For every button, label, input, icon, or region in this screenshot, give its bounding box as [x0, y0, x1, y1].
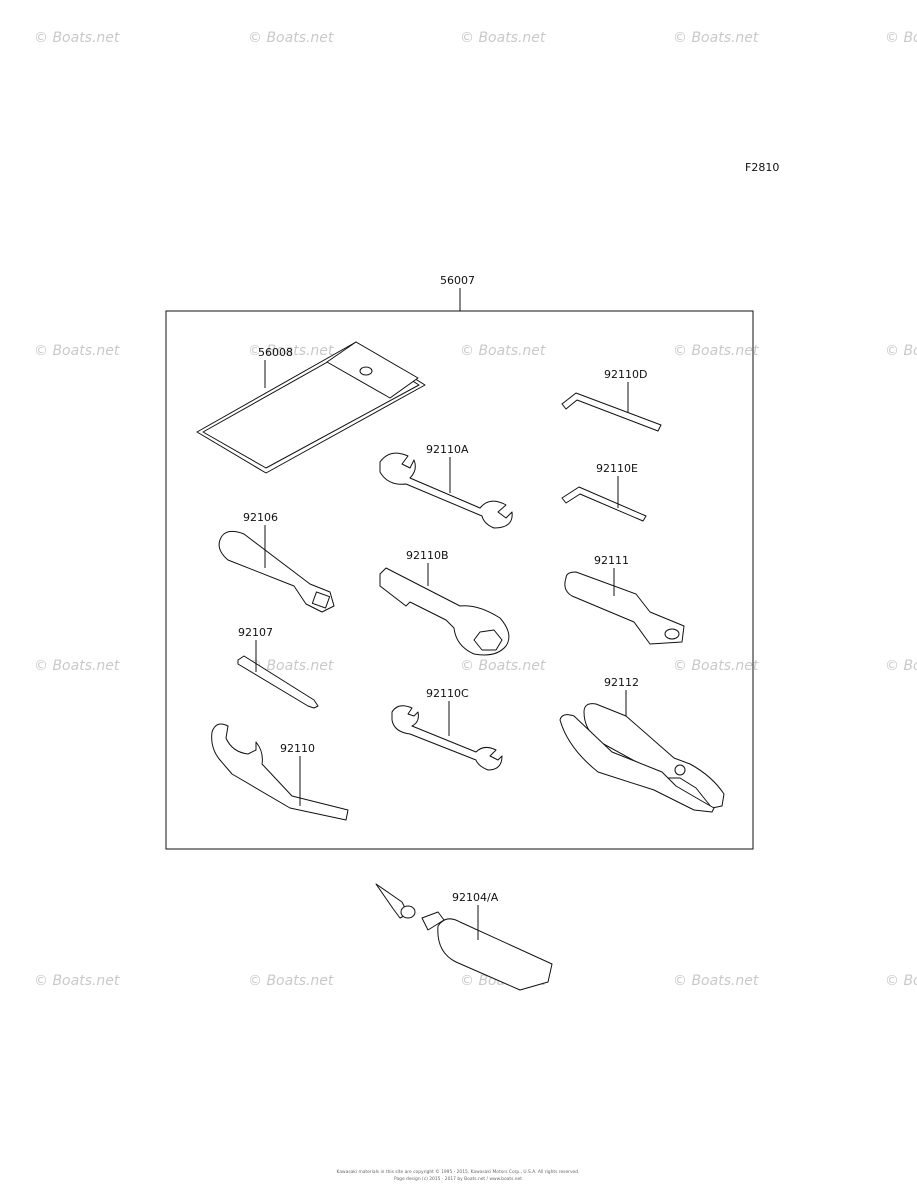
label-92110B[interactable]: 92110B [406, 549, 449, 562]
watermark: © Boats.net [885, 658, 917, 674]
label-56007: 56007 [440, 274, 475, 287]
screwdriver-handle-icon[interactable] [218, 530, 335, 613]
watermark: © Boats.net [248, 343, 334, 359]
watermark: © Boats.net [460, 343, 546, 359]
extension-bar-icon[interactable] [564, 571, 685, 645]
spanner-icon[interactable] [211, 723, 349, 821]
watermark: © Boats.net [460, 30, 546, 46]
hex-key-small-icon[interactable] [561, 486, 647, 522]
watermark: © Boats.net [34, 30, 120, 46]
watermark: © Boats.net [248, 973, 334, 989]
label-92110C[interactable]: 92110C [426, 687, 469, 700]
watermark: © Boats.net [673, 658, 759, 674]
label-92110E[interactable]: 92110E [596, 462, 638, 475]
watermark: © Boats.net [248, 30, 334, 46]
design-credit-line: Page design (c) 2015 - 2017 by Boats.net… [394, 1176, 522, 1182]
watermark: © Boats.net [34, 658, 120, 674]
label-92110D[interactable]: 92110D [604, 368, 647, 381]
watermark: © Boats.net [673, 343, 759, 359]
watermark: © Boats.net [460, 658, 546, 674]
figure-code: F2810 [745, 161, 779, 174]
copyright-line: Kawasaki materials in this site are copy… [337, 1168, 580, 1175]
ring-wrench-icon[interactable] [379, 567, 510, 656]
label-92106[interactable]: 92106 [243, 511, 278, 524]
label-92110[interactable]: 92110 [280, 742, 315, 755]
label-92110A[interactable]: 92110A [426, 443, 469, 456]
watermark: © Boats.net [673, 973, 759, 989]
open-end-wrench-icon[interactable] [379, 452, 513, 529]
grease-tube-icon[interactable] [375, 883, 553, 991]
label-92104A[interactable]: 92104/A [452, 891, 499, 904]
label-92112[interactable]: 92112 [604, 676, 639, 689]
watermark: © Boats.net [885, 30, 917, 46]
small-wrench-icon[interactable] [391, 705, 503, 771]
watermark: © Boats.net [34, 343, 120, 359]
watermark-layer: © Boats.net © Boats.net © Boats.net © Bo… [34, 30, 917, 989]
tool-pouch-icon[interactable] [196, 341, 426, 474]
watermark: © Boats.net [885, 973, 917, 989]
label-56008[interactable]: 56008 [258, 346, 293, 359]
label-92107[interactable]: 92107 [238, 626, 273, 639]
watermark: © Boats.net [248, 658, 334, 674]
watermark: © Boats.net [673, 30, 759, 46]
watermark: © Boats.net [34, 973, 120, 989]
hex-key-icon[interactable] [561, 392, 662, 432]
pliers-icon[interactable] [559, 703, 725, 813]
kit-box [165, 310, 754, 850]
watermark: © Boats.net [885, 343, 917, 359]
label-92111[interactable]: 92111 [594, 554, 629, 567]
